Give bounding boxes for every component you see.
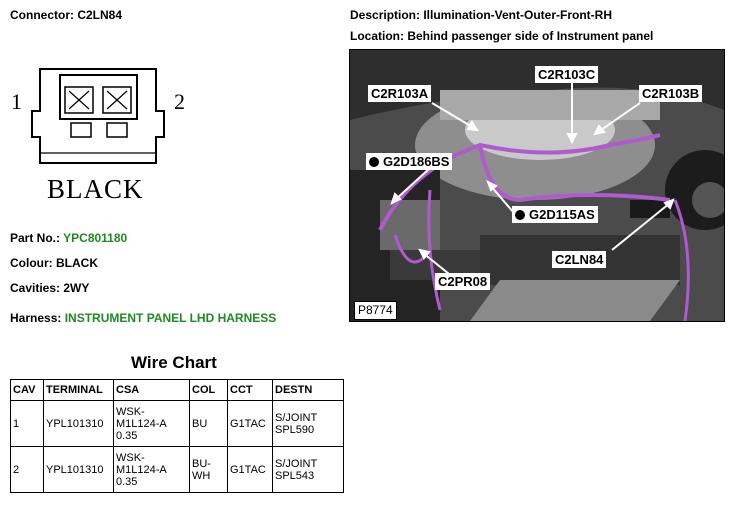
callout-c2ln84: C2LN84	[552, 251, 607, 268]
callout-c2r103b: C2R103B	[639, 85, 703, 102]
callout-c2r103a: C2R103A	[368, 85, 432, 102]
part-no-row: Part No.: YPC801180	[10, 231, 127, 245]
connector-title: Connector: C2LN84	[10, 8, 123, 22]
description-text: Description: Illumination-Vent-Outer-Fro…	[350, 8, 612, 22]
connector-face-diagram	[31, 68, 165, 164]
cell-terminal: YPL101310	[43, 400, 114, 447]
callout-g2d186bs: G2D186BS	[366, 153, 453, 170]
header-col: COL	[189, 379, 228, 401]
header-csa: CSA	[113, 379, 190, 401]
wire-chart-title: Wire Chart	[131, 353, 217, 372]
cavities-label: Cavities:	[10, 281, 61, 295]
table-row: 2 YPL101310 WSK-M1L124-A 0.35 BU-WH G1TA…	[10, 446, 344, 493]
callout-c2pr08: C2PR08	[435, 273, 491, 290]
harness-row: Harness: INSTRUMENT PANEL LHD HARNESS	[10, 311, 276, 325]
connector-color-label: BLACK	[47, 174, 144, 204]
cell-cct: G1TAC	[227, 400, 273, 447]
callout-g2d115as-text: G2D115AS	[529, 207, 595, 222]
photo-reference-number: P8774	[354, 301, 397, 320]
cell-destn: S/JOINT SPL543	[272, 446, 344, 493]
cell-col: BU-WH	[189, 446, 228, 493]
table-header-row: CAV TERMINAL CSA COL CCT DESTN	[10, 379, 344, 401]
pin-number-2: 2	[174, 89, 185, 114]
cell-cav: 1	[10, 400, 44, 447]
header-cct: CCT	[227, 379, 273, 401]
location-text: Location: Behind passenger side of Instr…	[350, 29, 654, 43]
pin-number-1: 1	[11, 89, 22, 114]
table-row: 1 YPL101310 WSK-M1L124-A 0.35 BU G1TAC S…	[10, 400, 344, 447]
harness-link[interactable]: INSTRUMENT PANEL LHD HARNESS	[64, 311, 277, 325]
colour-value: BLACK	[56, 256, 98, 270]
cell-col: BU	[189, 400, 228, 447]
wire-chart-table: CAV TERMINAL CSA COL CCT DESTN 1 YPL1013…	[10, 379, 344, 493]
harness-label: Harness:	[10, 311, 62, 325]
cavities-row: Cavities: 2WY	[10, 281, 89, 295]
ground-dot-icon	[369, 157, 379, 167]
header-cav: CAV	[10, 379, 44, 401]
cell-cct: G1TAC	[227, 446, 273, 493]
header-terminal: TERMINAL	[43, 379, 114, 401]
location-photo: C2R103C C2R103A C2R103B G2D186BS G2D115A…	[349, 49, 725, 322]
cell-terminal: YPL101310	[43, 446, 114, 493]
cavities-value: 2WY	[63, 281, 90, 295]
colour-row: Colour: BLACK	[10, 256, 98, 270]
colour-label: Colour:	[10, 256, 53, 270]
cell-destn: S/JOINT SPL590	[272, 400, 344, 447]
cell-cav: 2	[10, 446, 44, 493]
ground-dot-icon	[515, 210, 525, 220]
part-no-label: Part No.:	[10, 231, 61, 245]
cell-csa: WSK-M1L124-A 0.35	[113, 446, 190, 493]
callout-g2d115as: G2D115AS	[512, 206, 598, 223]
cell-csa: WSK-M1L124-A 0.35	[113, 400, 190, 447]
part-no-link[interactable]: YPC801180	[63, 231, 128, 245]
header-destn: DESTN	[272, 379, 344, 401]
callout-g2d186bs-text: G2D186BS	[383, 154, 450, 169]
callout-c2r103c: C2R103C	[535, 66, 599, 83]
